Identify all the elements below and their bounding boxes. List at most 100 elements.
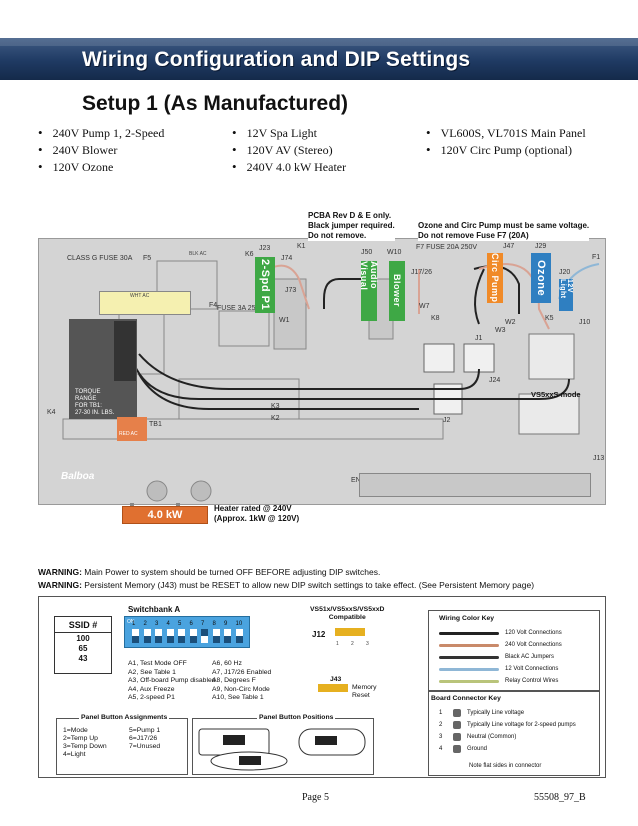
connector-key-num: 3 [439,734,443,740]
label-w3: W3 [495,327,506,334]
color-key-label: Black AC Jumpers [505,654,555,660]
bullet: VL600S, VL701S Main Panel [426,125,586,141]
tb1-label: TB1 [149,421,162,428]
color-key-row: Black AC Jumpers [439,653,595,663]
blk-ac-label: BLK AC [189,251,207,257]
dip-switch-slot [178,629,185,643]
bullet: 12V Spa Light [232,125,317,141]
dip-switch[interactable]: 1 [131,621,140,645]
switchbank-title: Switchbank A [128,605,181,614]
dip-switch-number: 4 [166,621,170,627]
label-k3: K3 [271,403,280,410]
dip-switch-knob [224,636,231,643]
j12-jumper [335,628,365,636]
connector-pin-icon [453,745,461,753]
dip-switch-number: 8 [212,621,216,627]
dip-switch[interactable]: 3 [154,621,163,645]
dip-switch-slot [166,629,174,643]
relay-block [114,321,136,381]
color-key-row: 120 Volt Connections [439,629,595,639]
dip-switch-number: 6 [189,621,193,627]
label-j74: J74 [281,255,293,262]
label-k8: K8 [431,315,440,322]
label-j24: J24 [489,377,501,384]
color-key-label: Relay Control Wires [505,678,559,684]
label-k1: K1 [297,243,306,250]
label-k6: K6 [245,251,254,258]
label-j1: J1 [475,335,483,342]
dip-switch[interactable]: 10 [235,621,244,645]
wire-swatch [439,680,499,683]
dip-switch[interactable]: 6 [189,621,198,645]
vs-mode-label: VS5xxS mode [531,390,581,399]
dip-switch[interactable]: 4 [166,621,175,645]
dip-switch-slot [212,629,220,643]
bullet: 240V 4.0 kW Heater [232,159,347,175]
dip-switch-knob [212,636,220,643]
label-j23: J23 [259,245,271,252]
panel-positions-box: Panel Button Positions [192,714,374,775]
wire-swatch [439,656,499,659]
page-title: Wiring Configuration and DIP Settings [82,48,471,71]
bullet: 240V Blower [38,142,118,158]
dip-switch-number: 5 [178,621,182,627]
j12-label: J12 [312,630,326,639]
label-j2: J2 [443,417,451,424]
label-w7: W7 [419,303,430,310]
warning-box: WARNING: Main Power to system should be … [38,566,604,594]
connector-pin-icon [453,721,461,729]
dip-switch-number: 3 [155,621,159,627]
label-k4: K4 [47,409,56,416]
color-key-row: Relay Control Wires [439,677,595,687]
label-j13: J13 [593,455,605,462]
av-connector: Audio Visual [359,261,379,321]
connector-pin-icon [453,733,461,741]
dip-switch-slot [143,629,151,643]
dip-switch-knob [201,629,208,636]
dip-switch-knob [166,636,174,643]
j43-label: J43 [330,676,342,683]
circ-pump-connector: Circ Pump [487,253,503,303]
fuse3a-label: FUSE 3A 250V [217,305,265,312]
dip-switch-slot [189,629,197,643]
balboa-logo: Balboa [61,471,95,482]
connector-key-num: 4 [439,746,443,752]
dip-switch-slot [155,629,162,643]
dip-switch[interactable]: 2 [143,621,152,645]
light-connector: 12V Light [559,279,573,311]
label-j29: J29 [535,243,547,250]
label-w2: W2 [505,319,516,326]
label-j10: J10 [579,319,591,326]
dip-switch-number: 9 [224,621,228,627]
dip-switch[interactable]: 5 [177,621,186,645]
dip-switch-number: 1 [132,621,136,627]
dip-switch[interactable]: 8 [212,621,221,645]
setup-heading: Setup 1 (As Manufactured) [82,92,349,115]
ssid-label: SSID # [68,620,98,630]
pump1-connector: 2-Spd P1 [255,257,275,313]
connector-key-label: Typically Line voltage for 2-speed pumps [467,722,576,728]
dip-switch[interactable]: 9 [223,621,232,645]
color-key-row: 12 Volt Connections [439,665,595,675]
bullet: 240V Pump 1, 2-Speed [38,125,165,141]
label-j73: J73 [285,287,297,294]
dip-switch-knob [189,636,197,643]
heater-block: 4.0 kW [122,506,208,524]
label-j47: J47 [503,243,515,250]
dip-switch-slot [132,629,139,643]
dip-switch[interactable]: 7 [200,621,209,645]
dip-switch-slot [235,629,243,643]
dip-on-label: ON [127,619,135,625]
pcba-note: PCBA Rev D & E only.Black jumper require… [308,211,395,241]
color-key-label: 120 Volt Connections [505,630,562,636]
